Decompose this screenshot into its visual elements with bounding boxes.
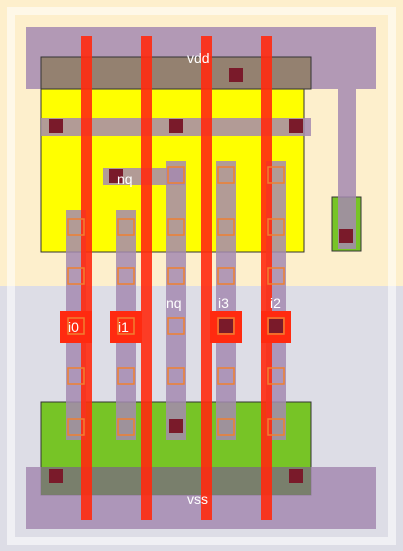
contact-outline <box>267 317 285 335</box>
contact-outline <box>67 418 85 436</box>
i2-label: i2 <box>270 295 281 311</box>
contact <box>169 419 183 433</box>
contact-outline <box>117 267 135 285</box>
contact-outline <box>217 218 235 236</box>
cell-abutment-box <box>7 7 396 545</box>
contact-outline <box>167 218 185 236</box>
contact-outline <box>67 218 85 236</box>
contact-outline <box>67 367 85 385</box>
vss-label: vss <box>187 491 208 507</box>
vdd-tap-wire <box>338 89 356 249</box>
contact <box>219 319 233 333</box>
contact-outline <box>217 267 235 285</box>
contact <box>289 469 303 483</box>
nq-wire <box>166 161 186 440</box>
i3-label: i3 <box>218 295 229 311</box>
poly-line-i2 <box>261 36 272 520</box>
contact-outline <box>217 367 235 385</box>
contact <box>169 119 183 133</box>
poly-line-i3 <box>201 36 212 520</box>
contact-outline <box>267 166 285 184</box>
contact-outline <box>117 418 135 436</box>
contact-outline <box>167 317 185 335</box>
i3-wire <box>216 161 236 440</box>
contact <box>229 68 243 82</box>
contact <box>289 119 303 133</box>
contact-outline <box>167 166 185 184</box>
contact-outline <box>167 367 185 385</box>
contact-outline <box>267 267 285 285</box>
i0-label: i0 <box>68 319 79 335</box>
contact-outline <box>117 218 135 236</box>
contact-outline <box>267 418 285 436</box>
contact <box>339 229 353 243</box>
contact <box>49 469 63 483</box>
contact-outline <box>217 317 235 335</box>
poly-line-i1 <box>141 36 152 520</box>
contact-outline <box>67 317 85 335</box>
contact-outline <box>217 418 235 436</box>
contact-outline <box>267 218 285 236</box>
poly-line-i0 <box>81 36 92 520</box>
nq-label-top: nq <box>117 171 133 187</box>
vdd-label: vdd <box>187 50 210 66</box>
i1-label: i1 <box>118 319 129 335</box>
contact-outline <box>117 367 135 385</box>
nq-label: nq <box>166 295 182 311</box>
poly-pad-i1 <box>110 311 142 343</box>
contact <box>269 319 283 333</box>
contact <box>49 119 63 133</box>
contact-outline <box>67 267 85 285</box>
contact-outline <box>217 166 235 184</box>
poly-pad-i0 <box>60 311 92 343</box>
contact-outline <box>267 367 285 385</box>
contact <box>109 169 123 183</box>
contact-outline <box>117 317 135 335</box>
contact-outline <box>167 267 185 285</box>
